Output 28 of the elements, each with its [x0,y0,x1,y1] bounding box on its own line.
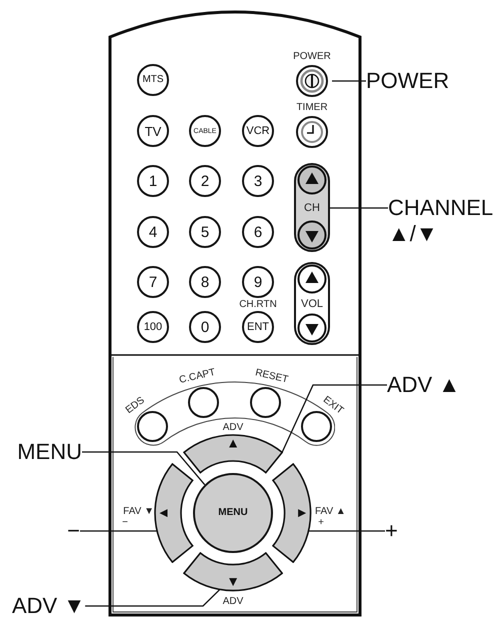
button-label: ADV [222,596,244,606]
leader-line [282,384,387,453]
button-label: RESET [254,367,290,386]
callout-label: POWER [366,68,450,94]
callout-label: − [67,518,80,544]
callout-label: CHANNEL ▲/▼ [388,195,498,247]
rocker-button: VOL [294,262,330,345]
leader-line [80,530,158,532]
button-label: CH.RTN [239,299,277,310]
button-label: TIMER [296,102,328,113]
callout-label: + [385,518,398,544]
callout-label: ADV ▼ [12,593,86,619]
leader-line [308,530,385,532]
button-label: POWER [293,51,331,62]
leader-line [330,207,388,209]
callout-label: ADV ▲ [387,372,460,398]
leader-line [85,589,220,607]
leader-line [332,80,366,82]
button-label: C.CAPT [178,366,217,386]
button-label: ADV [222,422,244,432]
button-label: EDS [124,394,148,416]
button-label: EXIT [321,394,346,416]
callout-label: MENU [17,439,82,465]
button-label: − [122,516,128,528]
button-label: FAV ▲ [315,506,346,516]
rocker-button: CH [294,163,330,252]
button-label: FAV ▼ [123,506,154,516]
button-label: + [318,516,324,528]
